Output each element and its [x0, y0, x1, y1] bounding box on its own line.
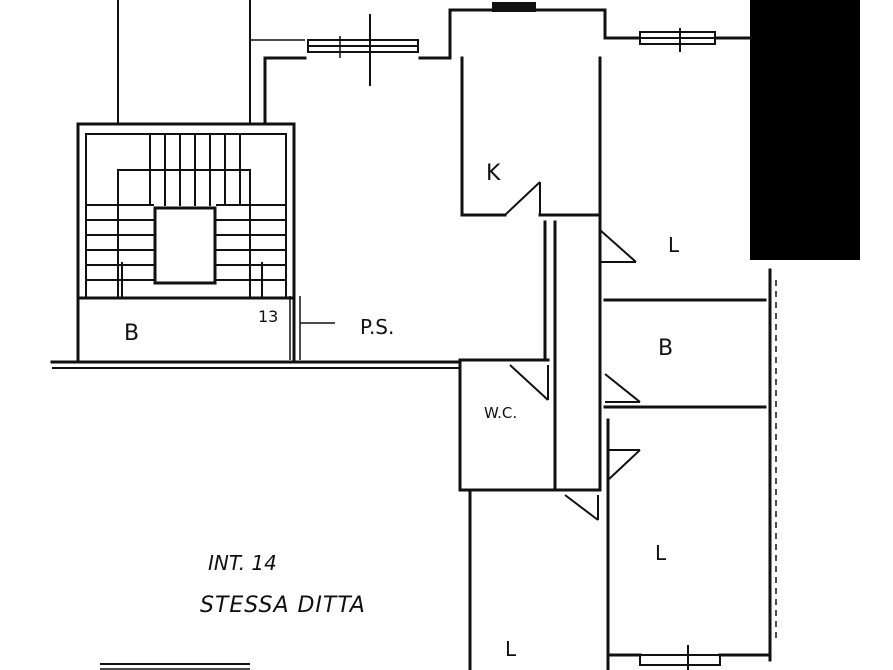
bath-right-room — [603, 298, 767, 409]
label-unit-number: INT. 14 — [208, 551, 277, 575]
window-bottom-right — [639, 645, 721, 670]
label-stair-number: 13 — [258, 307, 278, 326]
corridor — [543, 220, 637, 492]
label-bath-right: B — [658, 336, 673, 361]
label-bath-left: B — [124, 321, 139, 346]
outer-walls — [50, 8, 777, 662]
label-living-top: L — [668, 233, 680, 257]
label-living-bottom: L — [505, 637, 517, 661]
lower-rooms — [468, 418, 772, 670]
window-top-right — [639, 28, 716, 52]
kitchen-room — [460, 56, 602, 262]
label-landing: P.S. — [360, 315, 394, 339]
neighbour-block — [750, 0, 860, 260]
wc-room — [458, 358, 557, 492]
top-shaft-lines — [117, 0, 305, 124]
window-top-left — [307, 14, 419, 86]
label-kitchen: K — [486, 161, 501, 186]
label-owner-note: STESSA DITTA — [200, 593, 366, 618]
label-wc: W.C. — [484, 404, 517, 422]
window-top-center — [492, 2, 536, 12]
label-living-mid: L — [655, 541, 667, 565]
window-bottom-left — [100, 663, 250, 670]
stair-core — [76, 122, 335, 364]
